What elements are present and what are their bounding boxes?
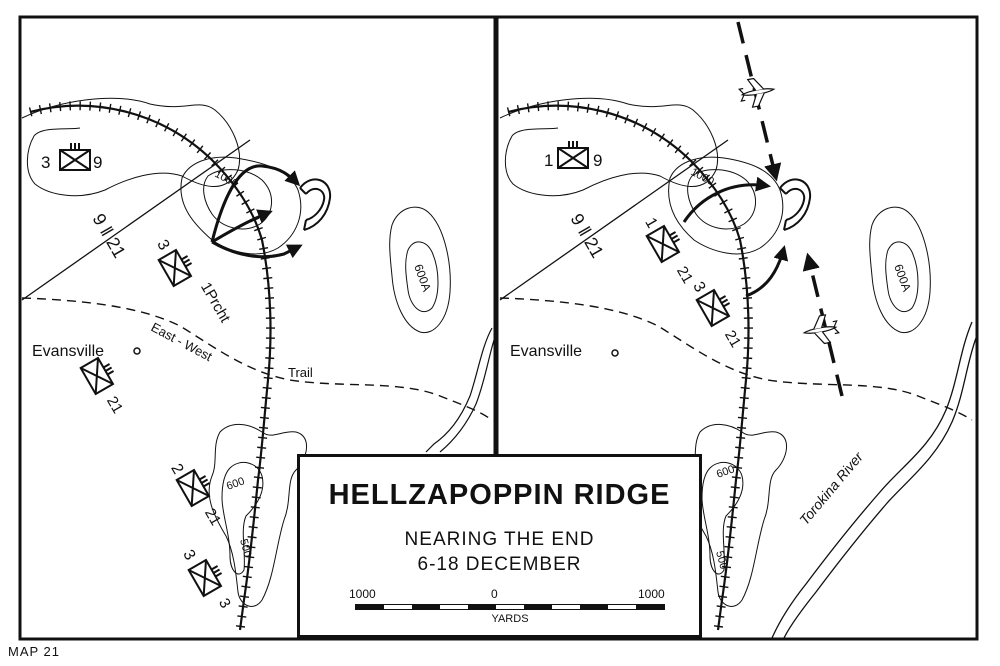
torokina-river-bank	[783, 337, 977, 639]
infantry-unit-symbol	[175, 468, 211, 508]
airplane-icon	[738, 77, 776, 108]
unit-boundary-line	[499, 139, 729, 301]
torokina-river	[771, 321, 973, 639]
east-west-trail	[21, 297, 493, 421]
unit-3-9-left: 3	[41, 153, 50, 172]
town-evansville-dot	[133, 347, 141, 355]
objective-horseshoe-icon	[779, 178, 812, 231]
ridge-line	[29, 104, 272, 631]
attack-arrow-center	[211, 209, 273, 244]
trail-label-trail: Trail	[288, 365, 313, 380]
title-block: HELLZAPOPPIN RIDGE NEARING THE END 6-18 …	[297, 454, 702, 638]
contour-south-ridge	[208, 424, 307, 607]
map-dates: 6-18 DECEMBER	[417, 554, 582, 575]
map-title: HELLZAPOPPIN RIDGE	[328, 479, 671, 511]
unit-3-1prcht-right: 1Prcht	[197, 280, 234, 327]
hill-label-500: 500	[237, 538, 253, 559]
infantry-unit-symbol	[645, 224, 681, 264]
unit-1-9-left: 1	[544, 151, 553, 170]
infantry-unit-symbol	[79, 356, 115, 396]
unit-3-21-left: 3	[689, 279, 708, 295]
contour-hill-600a-inner	[885, 241, 919, 313]
map-subtitle: NEARING THE END	[404, 529, 595, 550]
unit-3-21-right: 21	[721, 328, 744, 351]
hill-label-600a: 600A	[411, 262, 434, 293]
river-label-torokina: Torokina River	[796, 448, 867, 528]
map-number: MAP 21	[8, 644, 61, 659]
trail-label-east-west: East - West	[149, 319, 215, 364]
contour-hill-1000-inner	[203, 169, 272, 230]
infantry-unit-symbol	[157, 248, 193, 288]
objective-horseshoe-icon	[299, 178, 332, 231]
river-left-stub-bank	[439, 339, 495, 453]
right-panel-frame	[495, 15, 979, 641]
scale-right-value: 1000	[638, 587, 665, 601]
infantry-unit-symbol	[59, 143, 91, 171]
contour-hill-600a-outer	[389, 206, 451, 334]
attack-arrow-west	[682, 176, 771, 223]
contour-hill-1000-outer	[180, 156, 302, 255]
unit-3-9-right: 9	[93, 153, 102, 172]
unit-21-evansville: 21	[103, 394, 126, 417]
infantry-unit-symbol	[695, 288, 731, 328]
town-evansville: Evansville	[510, 343, 582, 360]
air-strike-line-south	[802, 252, 844, 397]
scale-left-value: 1000	[349, 587, 376, 601]
town-evansville-dot	[611, 349, 619, 357]
unit-3-3-right: 3	[215, 596, 234, 612]
boundary-label: 9 ǁ 21	[567, 210, 608, 261]
scale-bar: 1000 0 1000 YARDS	[349, 587, 665, 637]
town-evansville: Evansville	[32, 343, 104, 360]
attack-arrow-north	[210, 164, 301, 243]
scale-unit: YARDS	[491, 613, 529, 625]
contour-hill-1000-inner	[687, 169, 756, 230]
hill-label-500: 500	[713, 550, 729, 571]
contour-north-ridge	[499, 97, 718, 197]
scale-middle-value: 0	[491, 587, 498, 601]
attack-arrow-south	[211, 240, 303, 259]
unit-2-21-right: 21	[201, 506, 224, 529]
east-west-trail	[499, 297, 973, 421]
hill-label-600a: 600A	[891, 262, 914, 293]
infantry-unit-symbol	[187, 558, 223, 598]
unit-3-3-left: 3	[179, 547, 198, 563]
scale-bar-graphic	[355, 604, 665, 610]
contour-hill-1000-outer	[668, 156, 784, 255]
unit-3-1prcht-left: 3	[153, 237, 172, 253]
boundary-label: 9 ǁ 21	[89, 210, 130, 261]
ridge-line	[507, 104, 750, 631]
contour-south-inner	[701, 461, 744, 575]
contour-hill-600a-inner	[405, 241, 439, 313]
contour-south-inner	[221, 461, 264, 575]
attack-arrow-south	[745, 245, 789, 298]
unit-boundary-line	[21, 139, 251, 301]
river-left-stub	[425, 327, 493, 453]
left-panel-frame	[18, 15, 497, 641]
airplane-icon	[802, 314, 840, 345]
unit-1-21-right: 21	[673, 264, 696, 287]
hill-label-600: 600	[715, 463, 736, 481]
contour-hill-600a-outer	[869, 206, 931, 334]
contour-north-ridge	[21, 97, 240, 197]
infantry-unit-symbol	[557, 141, 589, 169]
unit-1-9-right: 9	[593, 151, 602, 170]
hill-label-600: 600	[225, 475, 246, 493]
